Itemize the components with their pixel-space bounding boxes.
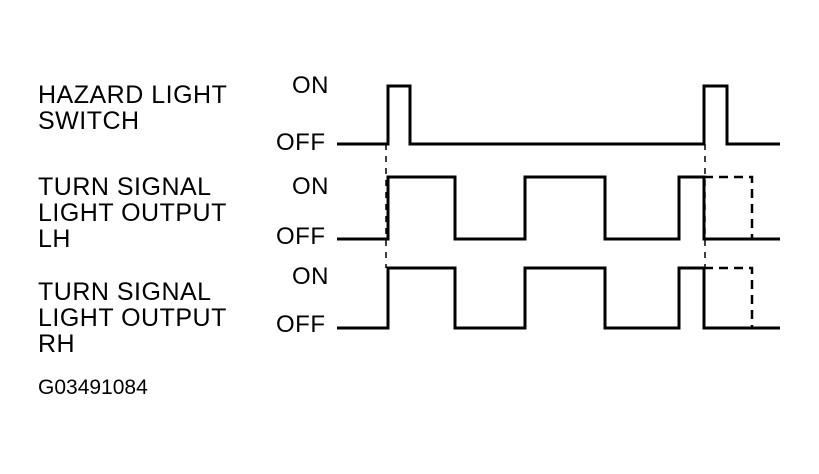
hazard-switch-label-line-1: HAZARD LIGHT — [38, 81, 228, 109]
hazard-off-label: OFF — [276, 129, 326, 156]
hazard-switch-waveform — [337, 84, 780, 146]
turn-rh-label-line-2: LIGHT OUTPUT — [38, 304, 227, 332]
hazard-switch-label-line-2: SWITCH — [38, 107, 140, 135]
hazard-switch-label: HAZARD LIGHT SWITCH — [38, 82, 227, 134]
turn-lh-off-label: OFF — [276, 223, 326, 250]
turn-lh-continued-waveform — [704, 175, 754, 239]
turn-lh-waveform — [337, 175, 780, 241]
turn-rh-label-line-3: RH — [38, 330, 76, 358]
turn-lh-on-label: ON — [292, 173, 329, 200]
turn-rh-on-label: ON — [292, 263, 329, 290]
turn-rh-label-line-1: TURN SIGNAL — [38, 278, 212, 306]
turn-lh-label-line-2: LIGHT OUTPUT — [38, 199, 227, 227]
turn-rh-waveform — [337, 266, 780, 330]
turn-lh-label-line-3: LH — [38, 225, 71, 253]
hazard-on-label: ON — [292, 72, 329, 99]
figure-code: G03491084 — [38, 376, 148, 399]
turn-lh-label: TURN SIGNAL LIGHT OUTPUT LH — [38, 174, 227, 252]
turn-rh-continued-waveform — [704, 266, 754, 328]
turn-rh-off-label: OFF — [276, 311, 326, 338]
turn-rh-label: TURN SIGNAL LIGHT OUTPUT RH — [38, 279, 227, 357]
turn-lh-label-line-1: TURN SIGNAL — [38, 173, 212, 201]
